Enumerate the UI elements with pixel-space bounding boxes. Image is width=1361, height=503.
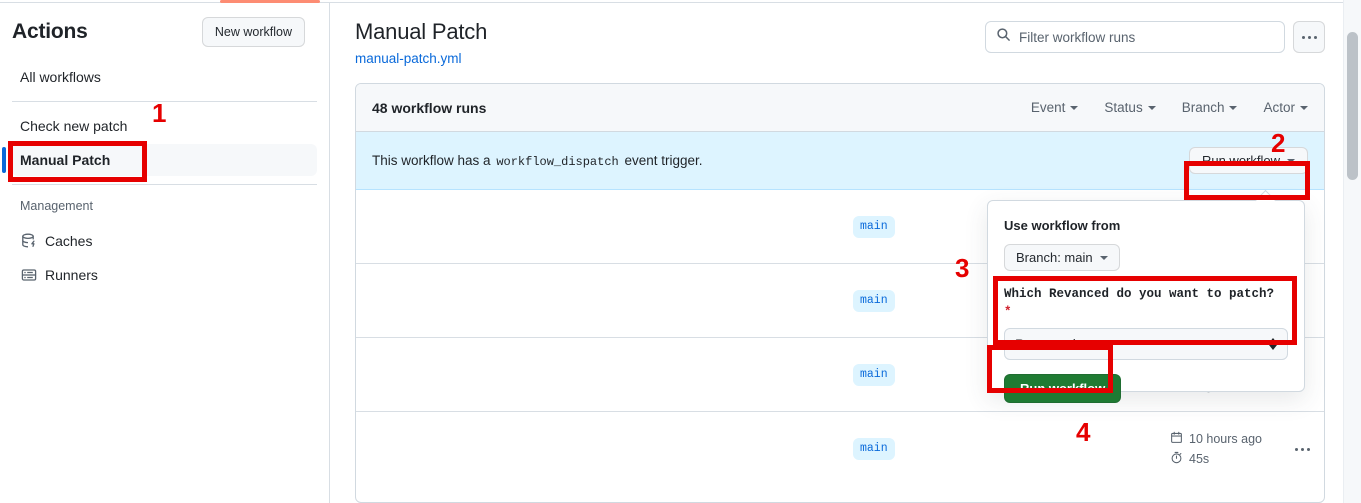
- dispatch-text-after: event trigger.: [624, 152, 703, 168]
- sidebar-item-manual-patch[interactable]: Manual Patch: [2, 144, 317, 176]
- chevron-down-icon: [1099, 255, 1108, 260]
- sidebar-header: Actions New workflow: [0, 3, 329, 55]
- run-meta: 10 hours ago 45s: [1170, 431, 1262, 467]
- sidebar-workflow-list-2: Check new patch Manual Patch: [0, 110, 329, 176]
- table-row[interactable]: main: [356, 190, 1324, 264]
- sidebar-item-label: All workflows: [20, 69, 101, 85]
- run-date: 10 hours ago: [1170, 431, 1262, 447]
- sidebar-item-label: Manual Patch: [20, 152, 111, 168]
- filter-label: Status: [1104, 100, 1143, 115]
- workflow-runs-panel: 48 workflow runs Event Status Branch: [355, 83, 1325, 503]
- sidebar-item-check-new-patch[interactable]: Check new patch: [12, 110, 317, 142]
- page-header: Manual Patch manual-patch.yml Filter wor…: [355, 3, 1325, 69]
- sidebar-section-management: Management: [20, 199, 93, 213]
- workflow-dispatch-banner: This workflow has a workflow_dispatch ev…: [356, 132, 1324, 190]
- sidebar-workflow-list: All workflows: [0, 61, 329, 93]
- run-workflow-dropdown-button[interactable]: Run workflow: [1188, 147, 1308, 174]
- run-date-text: 10 hours ago: [1189, 432, 1262, 446]
- sidebar-item-label: Runners: [45, 267, 98, 283]
- page-scrollbar-track[interactable]: [1343, 0, 1361, 503]
- stepper-icon: [1269, 338, 1277, 350]
- stopwatch-icon: [1170, 451, 1183, 467]
- runs-toolbar: 48 workflow runs Event Status Branch: [356, 84, 1324, 132]
- filter-status[interactable]: Status: [1104, 100, 1156, 115]
- sidebar-management-list: Caches Runners: [0, 225, 329, 291]
- actions-sidebar: Actions New workflow All workflows Check…: [0, 3, 330, 503]
- run-duration: 45s: [1170, 451, 1209, 467]
- page-header-right: Filter workflow runs: [985, 17, 1325, 53]
- sidebar-item-caches[interactable]: Caches: [12, 225, 317, 257]
- page-header-left: Manual Patch manual-patch.yml: [355, 17, 487, 69]
- row-kebab-icon[interactable]: [1295, 447, 1310, 451]
- search-placeholder: Filter workflow runs: [1019, 29, 1136, 45]
- branch-badge[interactable]: main: [853, 289, 895, 312]
- chevron-down-icon: [1070, 105, 1079, 110]
- required-marker: *: [1004, 305, 1012, 319]
- sidebar-item-all-workflows[interactable]: All workflows: [12, 61, 317, 93]
- top-divider: [0, 2, 1343, 3]
- database-icon: [20, 233, 37, 250]
- filter-actor[interactable]: Actor: [1263, 100, 1308, 115]
- sidebar-divider-1: [12, 101, 317, 102]
- run-workflow-dropdown-label: Run workflow: [1201, 153, 1280, 168]
- server-icon: [20, 267, 37, 284]
- dispatch-text-before: This workflow has a: [372, 152, 491, 168]
- search-icon: [996, 27, 1011, 47]
- branch-selector-label: Branch: main: [1016, 250, 1093, 265]
- table-row[interactable]: main 10 hours ago: [356, 412, 1324, 486]
- chevron-down-icon: [1147, 105, 1156, 110]
- table-row[interactable]: main: [356, 264, 1324, 338]
- calendar-icon: [1170, 431, 1183, 447]
- chevron-down-icon: [1229, 105, 1238, 110]
- filter-label: Branch: [1181, 100, 1225, 115]
- new-workflow-button[interactable]: New workflow: [201, 17, 305, 47]
- sidebar-item-label: Check new patch: [20, 118, 128, 134]
- workflow-input-label-text: Which Revanced do you want to patch?: [1004, 287, 1275, 301]
- branch-badge[interactable]: main: [853, 215, 895, 238]
- run-workflow-dropdown-panel: Use workflow from Branch: main Which Rev…: [987, 200, 1305, 403]
- chevron-down-icon: [1300, 105, 1308, 110]
- branch-selector[interactable]: Branch: main: [1004, 244, 1120, 271]
- filter-event[interactable]: Event: [1031, 100, 1079, 115]
- kebab-horizontal-icon[interactable]: [1293, 21, 1325, 53]
- workflow-input-label: Which Revanced do you want to patch? *: [1004, 285, 1288, 321]
- filter-branch[interactable]: Branch: [1182, 100, 1238, 115]
- workflow-input-value: Revanced: [1015, 336, 1076, 352]
- page-title: Manual Patch: [355, 19, 488, 44]
- sidebar-title: Actions: [12, 20, 88, 43]
- branch-badge[interactable]: main: [853, 438, 895, 460]
- run-duration-text: 45s: [1189, 452, 1210, 466]
- sidebar-item-label: Caches: [45, 233, 93, 249]
- page-scrollbar-thumb[interactable]: [1347, 32, 1358, 180]
- branch-badge[interactable]: main: [853, 363, 895, 386]
- runs-filters: Event Status Branch Actor: [1031, 100, 1308, 115]
- workflow-input-select[interactable]: Revanced: [1004, 328, 1288, 360]
- filter-label: Actor: [1263, 100, 1295, 115]
- dispatch-banner-text: This workflow has a workflow_dispatch ev…: [372, 153, 703, 169]
- search-input[interactable]: Filter workflow runs: [985, 21, 1285, 53]
- sidebar-divider-2: [12, 184, 317, 185]
- submit-run-workflow-button[interactable]: Run workflow: [1004, 374, 1122, 403]
- sidebar-item-runners[interactable]: Runners: [12, 259, 317, 291]
- filter-label: Event: [1030, 100, 1066, 115]
- active-tab-indicator: [220, 0, 320, 3]
- workflow-file-link[interactable]: manual-patch.yml: [355, 51, 462, 66]
- use-workflow-from-label: Use workflow from: [1004, 218, 1121, 233]
- chevron-down-icon: [1287, 158, 1295, 163]
- runs-count: 48 workflow runs: [372, 99, 487, 116]
- dispatch-event-code: workflow_dispatch: [496, 154, 619, 169]
